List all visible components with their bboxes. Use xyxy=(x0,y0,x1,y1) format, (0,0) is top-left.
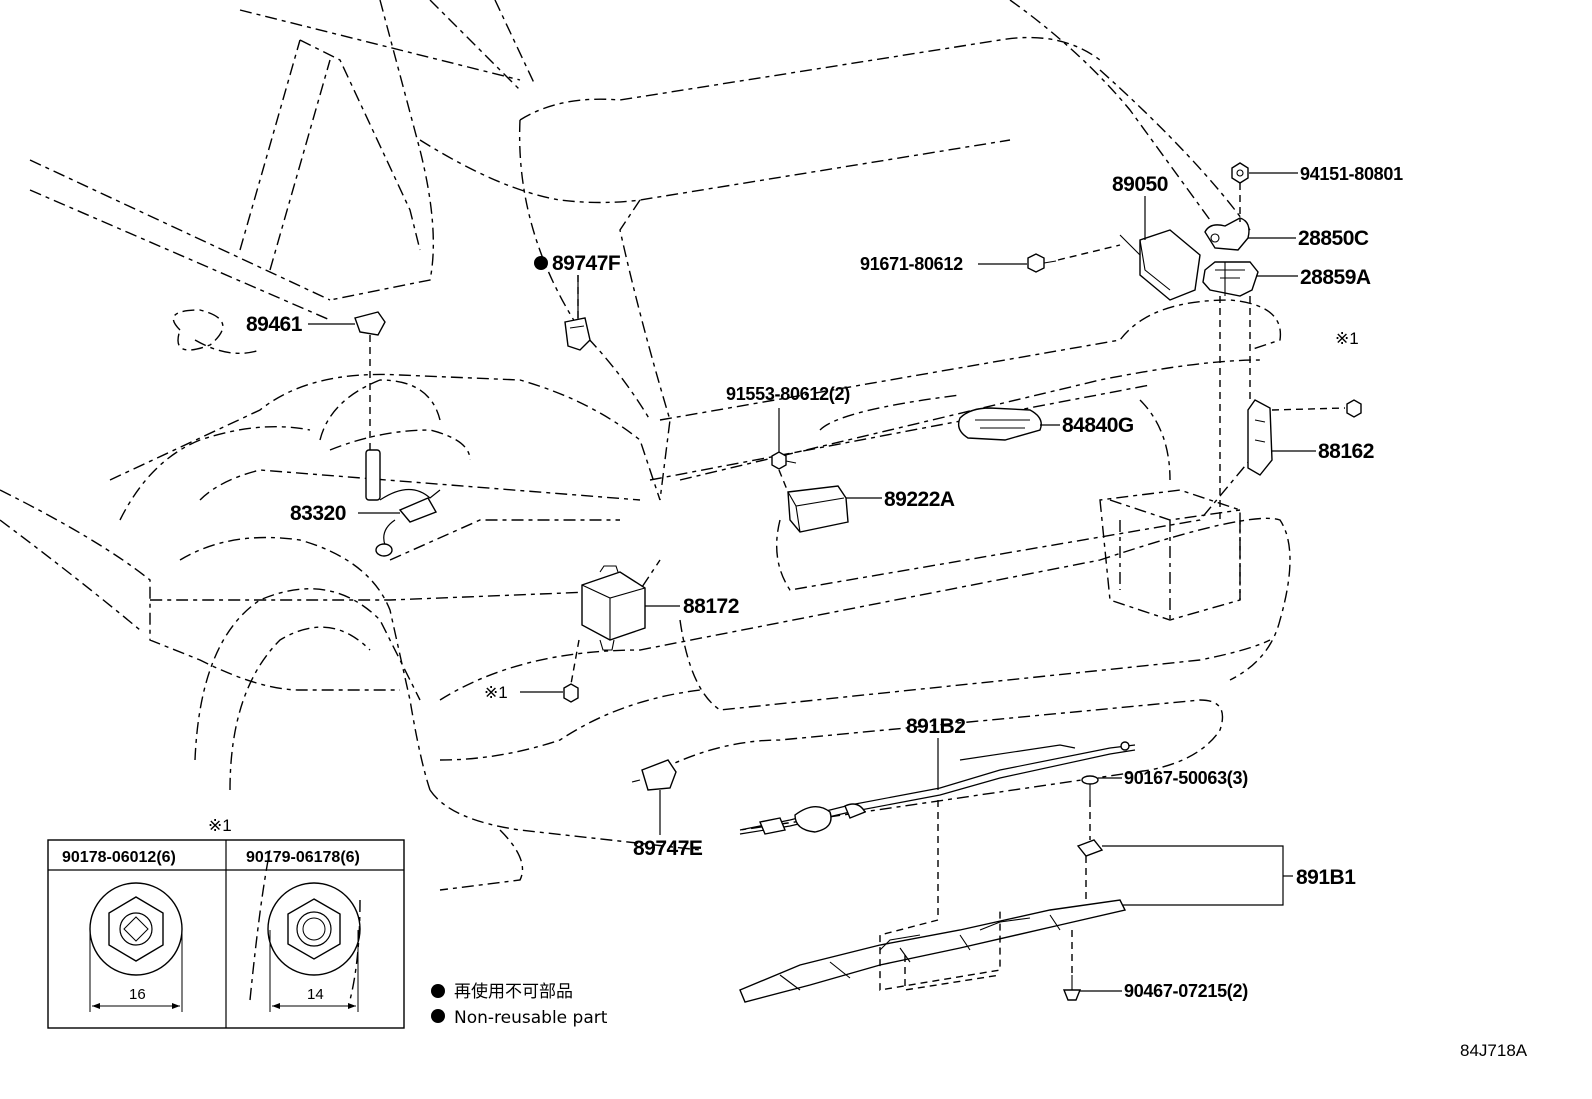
legend-bullet-icon xyxy=(431,1009,445,1023)
harness-891b2 xyxy=(739,741,1136,835)
bracket-891b1 xyxy=(739,899,1127,1003)
table-col2-dim: 14 xyxy=(307,986,324,1003)
relay-28850c xyxy=(1204,217,1250,251)
nut-94151 xyxy=(1231,162,1249,184)
sensor-89747f xyxy=(564,317,591,351)
flange-nut-icon xyxy=(89,882,183,1012)
legend-text-en: Non-reusable part xyxy=(454,1008,608,1028)
clip-90467 xyxy=(1062,975,1082,1001)
ref1-marker-table: ※1 xyxy=(208,816,232,835)
module-88172 xyxy=(581,565,646,651)
nut-ref1-left xyxy=(563,683,579,703)
fitment-lines xyxy=(369,183,1346,991)
table-col2-header: 90179-06178(6) xyxy=(246,849,360,866)
switch-84840g xyxy=(957,407,1042,441)
bolt-91553 xyxy=(771,451,797,470)
label-88162: 88162 xyxy=(1318,440,1374,463)
legend-bullet-icon xyxy=(431,984,445,998)
label-90167: 90167-50063(3) xyxy=(1124,768,1248,788)
ref1-marker-top: ※1 xyxy=(1335,329,1359,348)
label-89747e: 89747E xyxy=(633,837,703,860)
legend-text-jp: 再使用不可部品 xyxy=(454,981,573,1002)
label-28859a: 28859A xyxy=(1300,266,1371,289)
label-891b2: 891B2 xyxy=(906,715,965,738)
label-83320: 83320 xyxy=(290,502,346,525)
label-89747f: 89747F xyxy=(552,252,621,275)
screw-90167 xyxy=(1081,775,1099,800)
label-89222a: 89222A xyxy=(884,488,955,511)
label-89461: 89461 xyxy=(246,313,303,336)
legend: 再使用不可部品 Non-reusable part xyxy=(431,981,608,1028)
ref1-marker-left: ※1 xyxy=(484,683,508,702)
sensor-83320 xyxy=(365,449,441,557)
label-28850c: 28850C xyxy=(1298,227,1369,250)
label-891b1: 891B1 xyxy=(1296,866,1356,889)
fastener-table: ※1 90178-06012(6) 90179-06178(6) 16 xyxy=(47,816,405,1029)
label-84840g: 84840G xyxy=(1062,414,1134,437)
part-88162 xyxy=(1247,399,1273,476)
bolt-91671 xyxy=(1027,253,1057,273)
label-89050: 89050 xyxy=(1112,173,1168,196)
bracket-28859a xyxy=(1202,261,1259,297)
label-91553: 91553-80612(2) xyxy=(726,384,850,404)
table-col1-header: 90178-06012(6) xyxy=(62,849,176,866)
hex-nut-icon xyxy=(267,882,361,1012)
label-88172: 88172 xyxy=(683,595,739,618)
label-90467: 90467-07215(2) xyxy=(1124,981,1248,1001)
leader-lines xyxy=(308,172,1316,992)
vehicle-body-outline xyxy=(0,0,1291,1001)
table-col1-dim: 16 xyxy=(129,986,146,1003)
clip-891b1 xyxy=(1076,839,1104,857)
sensor-89747e xyxy=(631,759,677,791)
label-91671: 91671-80612 xyxy=(860,254,963,274)
diagram-id: 84J718A xyxy=(1460,1041,1528,1060)
module-89222a xyxy=(787,485,849,533)
module-89050 xyxy=(1119,229,1201,301)
nut-ref1-top xyxy=(1346,399,1362,418)
non-reusable-marker-icon xyxy=(534,256,548,270)
sensor-89461 xyxy=(354,311,386,336)
label-94151: 94151-80801 xyxy=(1300,164,1403,184)
